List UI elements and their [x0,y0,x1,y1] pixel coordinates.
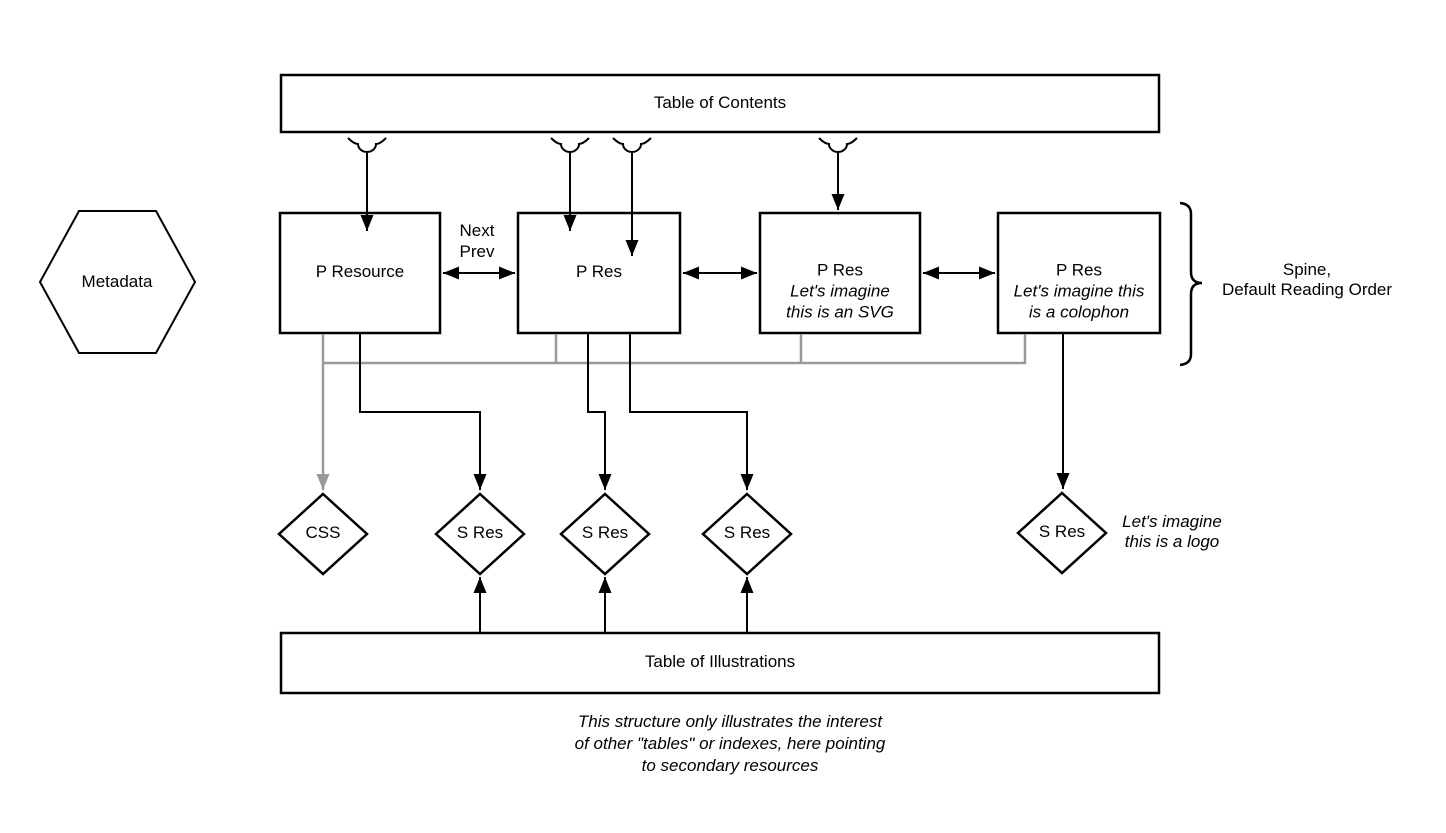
hop-arc-2 [550,137,590,153]
primary-to-secondary-edges [359,334,1070,490]
s3-label: S Res [723,523,771,542]
s4-label: S Res [1038,522,1086,541]
p-res-2-box [516,211,682,335]
p4-note-line2: is a colophon [1028,302,1130,322]
secondary-link-bus [316,334,1027,490]
s1-label: S Res [456,523,504,542]
hop-arc-3 [612,137,652,153]
s-res-logo-diamond [1016,491,1108,575]
caption-line1: This structure only illustrates the inte… [577,712,883,731]
caption-line2: of other "tables" or indexes, here point… [574,734,886,753]
edge-p1-to-s1 [359,334,487,490]
next-label: Next [459,221,495,240]
toi-edges [473,577,754,632]
toc-edges [347,137,858,256]
toc-label: Table of Contents [653,93,787,112]
p3-note-line2: this is an SVG [786,302,894,322]
edge-p2-to-s3 [629,334,754,490]
prev-label: Prev [459,242,495,261]
spine-label-line1: Spine, [1282,260,1332,279]
p4-note-line1: Let's imagine this [1013,281,1145,301]
s2-label: S Res [581,523,629,542]
logo-note: Let's imagine this is a logo [1122,512,1222,552]
next-prev-label: Next Prev [460,220,495,262]
secondary-diamonds [277,491,1108,576]
edge-p2-to-s2 [587,334,612,490]
logo-note-line2: this is a logo [1124,532,1220,551]
logo-note-line1: Let's imagine [1122,512,1222,531]
gray-bus-line [323,334,1027,365]
caption: This structure only illustrates the inte… [575,711,886,777]
hop-arc-1 [347,137,387,153]
css-label: CSS [305,523,341,542]
p-res-svg-box [758,211,922,335]
p-resource-box [278,211,442,335]
metadata-label: Metadata [81,272,153,291]
table-of-contents-box [279,73,1161,134]
caption-line3: to secondary resources [641,756,819,775]
spine-label: Spine, Default Reading Order [1222,260,1392,300]
p2-label: P Res [576,262,622,281]
css-diamond [277,492,369,576]
table-of-illustrations-box [279,631,1161,695]
spine-brace [1179,201,1203,367]
toi-label: Table of Illustrations [644,652,796,671]
p1-label: P Resource [315,262,405,281]
spine-label-line2: Default Reading Order [1221,280,1393,299]
p-res-colophon-box [996,211,1162,335]
p3-label: P Res Let's imagine this is an SVG [786,260,894,323]
s-res-1-diamond [434,492,526,576]
s-res-2-diamond [559,492,651,576]
metadata-hexagon [38,210,197,354]
p4-title: P Res [1056,260,1102,280]
p3-title: P Res [817,260,863,280]
p3-note-line1: Let's imagine [790,281,890,301]
s-res-3-diamond [701,492,793,576]
hop-arc-4 [818,137,858,153]
p4-label: P Res Let's imagine this is a colophon [1014,260,1145,323]
